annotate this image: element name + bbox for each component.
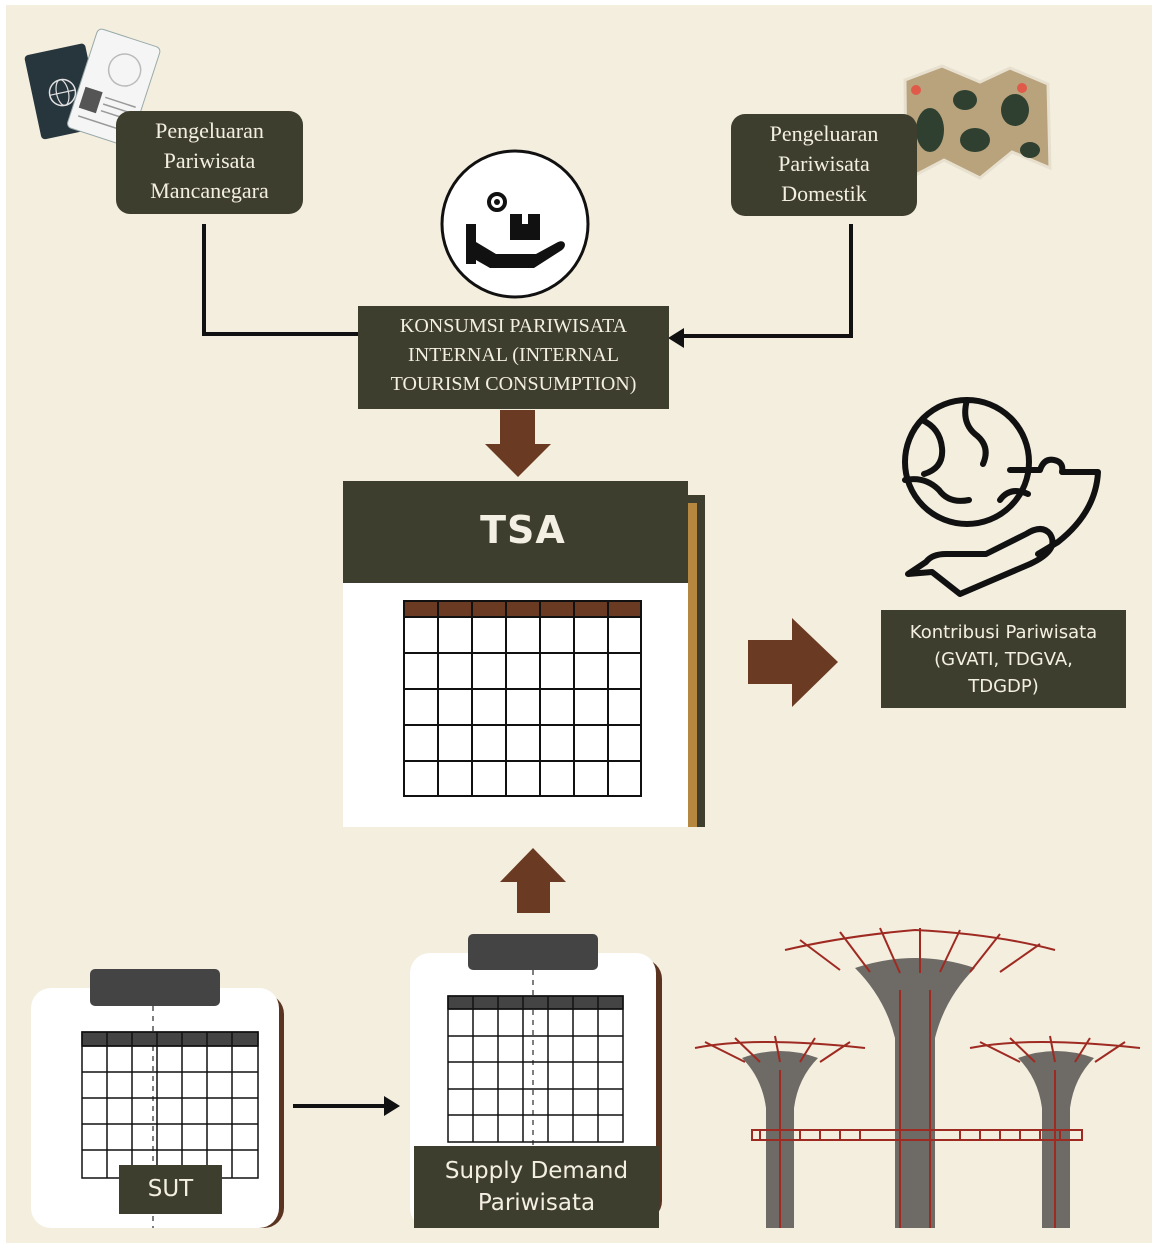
down-arrow-to-tsa bbox=[485, 410, 551, 477]
supply-demand-line-2: Pariwisata bbox=[477, 1190, 596, 1216]
domestic-arrowhead bbox=[668, 328, 684, 348]
foreign-spending-box: Pengeluaran Pariwisata Mancanegara bbox=[116, 111, 303, 214]
foreign-to-consumption-connector bbox=[202, 224, 362, 336]
contribution-line-3: TDGDP) bbox=[968, 676, 1039, 697]
supply-demand-box: Supply Demand Pariwisata bbox=[414, 1146, 659, 1228]
tsa-table-grid bbox=[403, 600, 642, 797]
tsa-board-header bbox=[343, 481, 688, 583]
supply-clipboard-clip bbox=[468, 934, 598, 970]
sut-clipboard-clip bbox=[90, 969, 220, 1006]
foreign-spending-line-3: Mancanegara bbox=[150, 178, 269, 203]
sut-arrowhead bbox=[384, 1096, 400, 1116]
supply-demand-line-1: Supply Demand bbox=[444, 1158, 629, 1184]
right-arrow-to-contribution bbox=[748, 618, 838, 707]
domestic-spending-box: Pengeluaran Pariwisata Domestik bbox=[731, 114, 917, 216]
tsa-title: TSA bbox=[480, 508, 566, 552]
domestic-to-consumption-connector bbox=[680, 224, 853, 338]
domestic-spending-line-3: Domestik bbox=[781, 181, 867, 206]
foreign-spending-line-2: Pariwisata bbox=[163, 148, 256, 173]
contribution-line-1: Kontribusi Pariwisata bbox=[909, 622, 1098, 643]
sut-label: SUT bbox=[147, 1176, 194, 1202]
foreign-spending-line-1: Pengeluaran bbox=[155, 118, 264, 143]
internal-consumption-line-3: TOURISM CONSUMPTION) bbox=[390, 373, 637, 395]
internal-consumption-box: KONSUMSI PARIWISATA INTERNAL (INTERNAL T… bbox=[358, 306, 669, 409]
internal-consumption-line-2: INTERNAL (INTERNAL bbox=[408, 344, 619, 366]
contribution-box: Kontribusi Pariwisata (GVATI, TDGVA, TDG… bbox=[881, 610, 1126, 708]
tsa-board-edge bbox=[688, 503, 697, 827]
up-arrow-to-tsa bbox=[500, 848, 566, 913]
contribution-line-2: (GVATI, TDGVA, bbox=[934, 649, 1073, 670]
sut-label-box: SUT bbox=[119, 1165, 222, 1214]
supply-table-grid bbox=[447, 995, 624, 1143]
domestic-spending-line-1: Pengeluaran bbox=[769, 121, 879, 146]
internal-consumption-line-1: KONSUMSI PARIWISATA bbox=[399, 315, 628, 337]
domestic-spending-line-2: Pariwisata bbox=[778, 151, 870, 176]
